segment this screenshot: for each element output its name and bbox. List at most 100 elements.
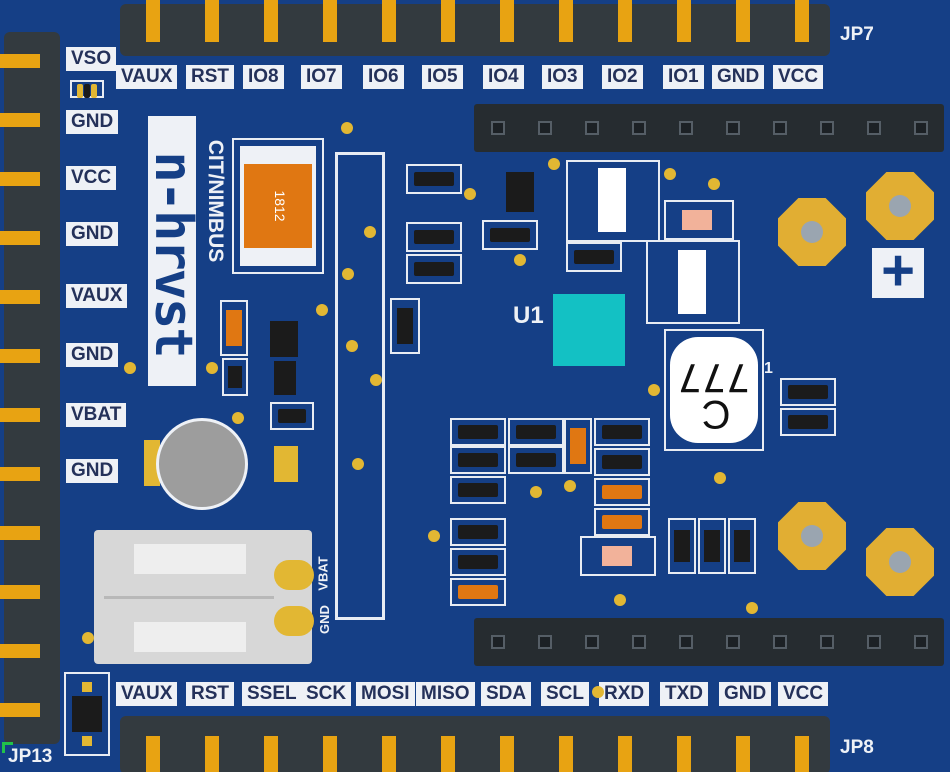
smd-resistor xyxy=(450,548,506,576)
jp13-pin xyxy=(0,526,40,540)
left-pin-label: VAUX xyxy=(66,284,128,308)
smd-resistor xyxy=(222,358,248,396)
jp13-pin xyxy=(0,703,40,717)
left-pin-label: VBAT xyxy=(66,403,127,427)
smd-resistor xyxy=(594,418,650,446)
smd-resistor xyxy=(594,478,650,506)
left-pin-label: VCC xyxy=(66,166,117,190)
jp13-label: JP13 xyxy=(8,746,53,767)
jp13-pin xyxy=(0,585,40,599)
smd-resistor xyxy=(450,446,506,474)
pin1-marker xyxy=(2,742,13,753)
smd-resistor xyxy=(780,378,836,406)
inductor: 777 C xyxy=(664,329,764,451)
brand-text: n-hrvst xyxy=(143,151,203,357)
smd-resistor xyxy=(594,448,650,476)
jp7-pin xyxy=(500,0,514,42)
coin-cell-tab xyxy=(144,440,160,486)
via xyxy=(564,480,576,492)
pin1-mark-text: 1 xyxy=(764,360,773,377)
jp13-pin xyxy=(0,290,40,304)
mounting-pad xyxy=(866,528,934,596)
smd-resistor xyxy=(406,222,462,252)
bottom-pin-label: MOSI xyxy=(356,682,415,706)
sot-chip xyxy=(506,172,534,212)
via xyxy=(316,304,328,316)
bottom-socket xyxy=(474,618,944,666)
bottom-pin-label: SSEL xyxy=(242,682,302,706)
brand-silkscreen xyxy=(148,116,196,386)
plus-symbol: + xyxy=(881,238,915,303)
jp7-pin xyxy=(146,0,160,42)
jp8-pin xyxy=(146,736,160,772)
via xyxy=(352,458,364,470)
bottom-pin-label: SCK xyxy=(301,682,352,706)
jp8-pin xyxy=(382,736,396,772)
left-pin-label: VSO xyxy=(66,47,117,71)
left-pin-label: GND xyxy=(66,110,119,134)
via xyxy=(530,486,542,498)
capacitor-code: 1812 xyxy=(272,190,288,222)
smd-resistor xyxy=(594,508,650,536)
bottom-pin-label: TXD xyxy=(660,682,708,706)
jp13-pin xyxy=(0,467,40,481)
top-pin-label: IO1 xyxy=(663,65,704,89)
via xyxy=(364,226,376,238)
bottom-pin-label: MISO xyxy=(416,682,475,706)
sot-chip xyxy=(274,361,296,395)
jp13-header xyxy=(0,32,60,744)
via xyxy=(206,362,218,374)
battery-connector xyxy=(94,530,312,664)
gnd-label: GND xyxy=(316,605,332,634)
top-pin-label: VAUX xyxy=(116,65,178,89)
jp7-pin xyxy=(618,0,632,42)
smd-resistor xyxy=(450,476,506,504)
bottom-pin-label: RST xyxy=(186,682,234,706)
via xyxy=(370,374,382,386)
jp7-pin xyxy=(795,0,809,42)
top-pin-label: IO8 xyxy=(243,65,284,89)
smd-capacitor xyxy=(580,536,656,576)
subtitle-text: CIT/NIMBUS xyxy=(204,139,227,263)
jp8-pin xyxy=(500,736,514,772)
jp7-pin xyxy=(736,0,750,42)
jp13-pin xyxy=(0,113,40,127)
coin-cell-tab xyxy=(274,446,298,482)
top-pin-label: IO7 xyxy=(301,65,342,89)
top-pin-label: IO2 xyxy=(602,65,643,89)
jp13-pin xyxy=(0,54,40,68)
via xyxy=(464,188,476,200)
smd-resistor xyxy=(668,518,696,574)
inductor-letter: C xyxy=(701,392,731,436)
top-pin-label: RST xyxy=(186,65,234,89)
smd-resistor xyxy=(564,418,592,474)
bottom-pin-label: SCL xyxy=(541,682,589,706)
via xyxy=(592,686,604,698)
via xyxy=(614,594,626,606)
jp8-pin xyxy=(205,736,219,772)
smd-resistor xyxy=(728,518,756,574)
via xyxy=(514,254,526,266)
coin-cell xyxy=(156,418,248,510)
top-pin-label: IO3 xyxy=(542,65,583,89)
bottom-pin-label: VAUX xyxy=(116,682,178,706)
smd-resistor xyxy=(390,298,420,354)
jp8-pin xyxy=(559,736,573,772)
u1-chip xyxy=(553,294,625,366)
jp13-pin xyxy=(0,349,40,363)
jp13-pin xyxy=(0,408,40,422)
smd-resistor xyxy=(698,518,726,574)
jp8-pin xyxy=(323,736,337,772)
smd-resistor xyxy=(270,402,314,430)
via xyxy=(342,268,354,280)
jp7-pin xyxy=(441,0,455,42)
jp7-pin xyxy=(323,0,337,42)
smd-resistor xyxy=(780,408,836,436)
jp7-pin xyxy=(677,0,691,42)
jp8-pin xyxy=(795,736,809,772)
jp8-pin xyxy=(441,736,455,772)
smd-resistor xyxy=(450,518,506,546)
jp8-pin xyxy=(736,736,750,772)
smd-resistor xyxy=(220,300,248,356)
plus-symbol-box xyxy=(872,248,924,298)
